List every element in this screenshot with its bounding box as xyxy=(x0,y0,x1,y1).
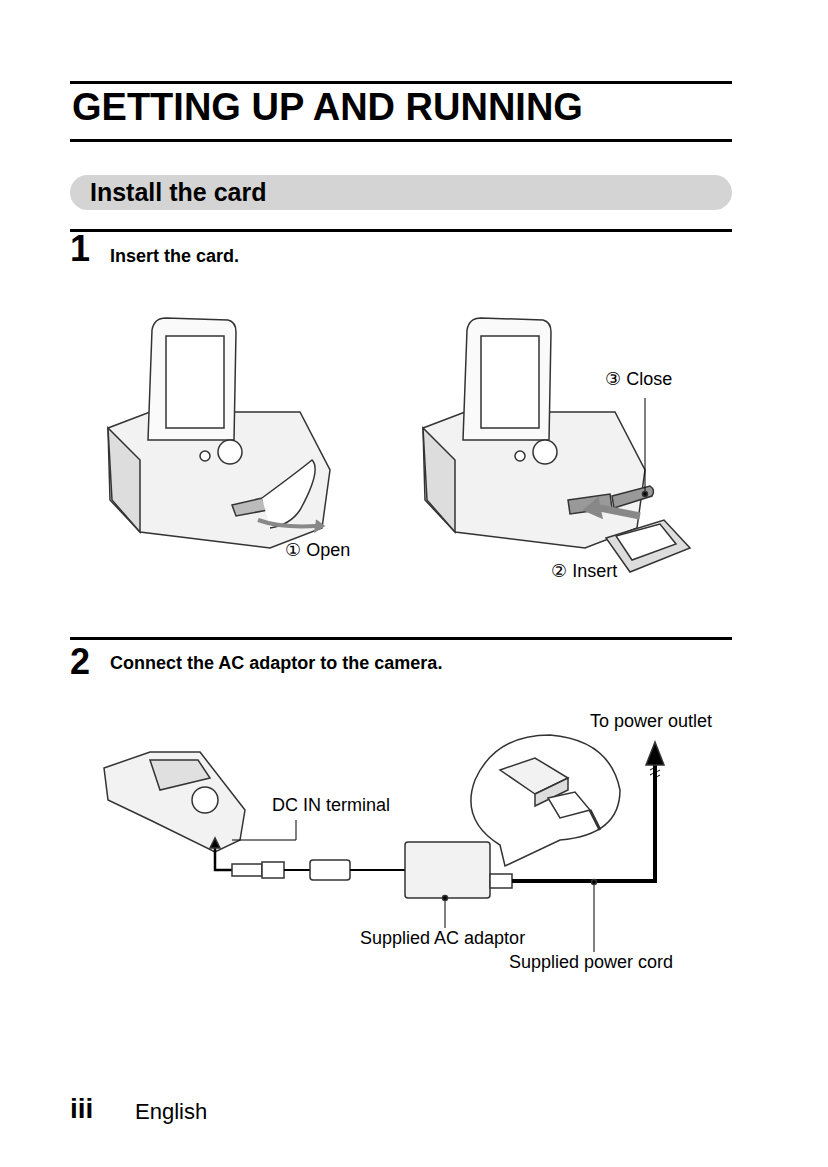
page-number: iii xyxy=(70,1093,93,1125)
page-title: GETTING UP AND RUNNING xyxy=(72,86,583,130)
step-text: Connect the AC adaptor to the camera. xyxy=(110,653,442,674)
step-number: 2 xyxy=(70,641,90,682)
section-heading: Install the card xyxy=(90,175,266,210)
part-label: DC IN terminal xyxy=(272,795,390,816)
callout-label: ③ Close xyxy=(605,369,672,390)
camera-card-slot xyxy=(423,318,690,572)
ac-connection xyxy=(104,735,664,952)
camera-open xyxy=(108,318,330,548)
part-label: Supplied AC adaptor xyxy=(360,928,525,949)
callout-label: ① Open xyxy=(285,540,350,561)
rules xyxy=(70,81,732,640)
part-label: To power outlet xyxy=(590,711,712,732)
step-number: 1 xyxy=(70,228,90,269)
language-label: English xyxy=(135,1099,207,1124)
callout-label: ② Insert xyxy=(551,561,617,582)
section-band: Install the card xyxy=(70,175,732,210)
step-text: Insert the card. xyxy=(110,246,239,267)
part-label: Supplied power cord xyxy=(509,952,673,973)
